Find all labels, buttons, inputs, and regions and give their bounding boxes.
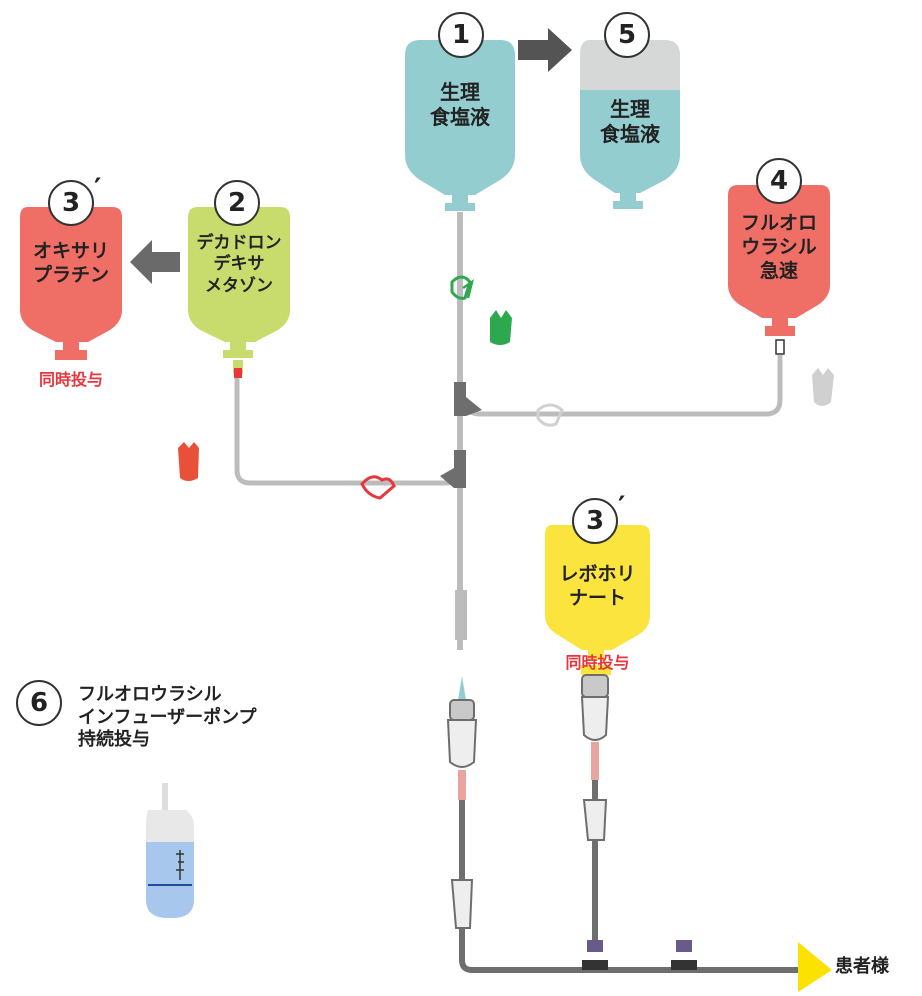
infuser-pump bbox=[146, 783, 194, 918]
patient-label: 患者様 bbox=[835, 956, 889, 977]
bag-1-number: 1 bbox=[438, 12, 484, 58]
arrow-2-to-3prime bbox=[130, 240, 180, 284]
bag-5-label: 生理 食塩液 bbox=[600, 97, 660, 146]
branch-tube-4 bbox=[457, 355, 783, 417]
t-connector-lower bbox=[440, 450, 466, 488]
main-tube-end bbox=[455, 590, 467, 640]
bag-2 bbox=[188, 207, 290, 378]
drip-chamber-right bbox=[580, 674, 697, 970]
bag-4-label: フルオロ ウラシル 急速 bbox=[740, 212, 817, 282]
arrow-1-to-5 bbox=[518, 28, 572, 72]
bag-3prime-yellow-prime: ′ bbox=[618, 490, 626, 523]
bag-1 bbox=[405, 40, 515, 211]
bag-3prime-red-note: 同時投与 bbox=[38, 370, 103, 389]
pump-label: フルオロウラシル インフューザーポンプ 持続投与 bbox=[78, 684, 257, 750]
branch-tube-2 bbox=[234, 378, 463, 486]
bag-3prime-red-prime: ′ bbox=[94, 172, 102, 205]
bag-3prime-yellow-number: 3 bbox=[572, 498, 618, 544]
drip-chamber-left bbox=[446, 676, 800, 973]
bag-4 bbox=[728, 185, 830, 355]
pump-number: 6 bbox=[16, 680, 62, 726]
patient-arrow bbox=[798, 942, 832, 992]
bag-3prime-yellow bbox=[545, 525, 650, 675]
bag-5 bbox=[580, 40, 680, 209]
bag-3prime-yellow-note: 同時投与 bbox=[565, 653, 630, 672]
bag-5-number: 5 bbox=[604, 12, 650, 58]
bag-3prime-red-label: オキサリ プラチン bbox=[32, 240, 109, 286]
bag-1-label: 生理 食塩液 bbox=[430, 80, 490, 129]
t-connector-upper bbox=[454, 382, 482, 416]
bag-2-number: 2 bbox=[214, 180, 260, 226]
bag-3prime-yellow-label: レボホリ ナート bbox=[559, 563, 636, 609]
roller-clamp-green bbox=[450, 275, 512, 345]
roller-clamp-red bbox=[178, 442, 396, 500]
bag-3prime-red-number: 3 bbox=[48, 180, 94, 226]
roller-clamp-gray bbox=[536, 368, 834, 427]
bag-2-label: デカドロン デキサ メタゾン bbox=[196, 233, 282, 296]
bag-3prime-red bbox=[20, 207, 122, 360]
bag-4-number: 4 bbox=[756, 158, 802, 204]
